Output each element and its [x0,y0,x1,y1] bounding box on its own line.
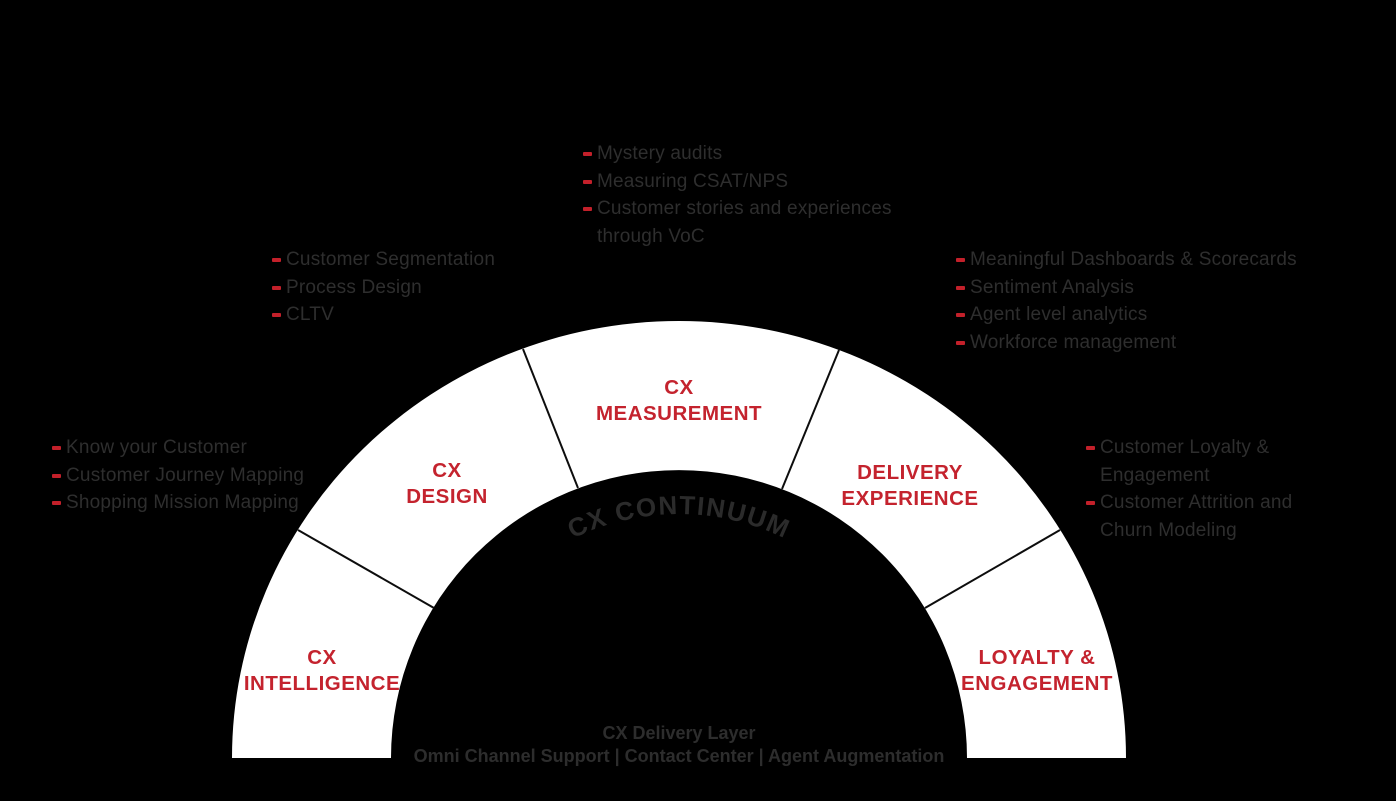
list-item: Workforce management [956,329,1316,357]
list-item-label: Know your Customer [66,437,248,458]
list-item: Customer stories and experiences through… [583,195,895,250]
dash-bullet-icon [52,473,61,478]
segment-divider [924,529,1061,609]
segment-label-cx-measurement: CX MEASUREMENT [596,375,762,427]
list-item-label: Sentiment Analysis [970,276,1135,298]
dash-bullet-icon [583,152,592,156]
list-item: Know your Customer [52,434,322,462]
segment-label-cx-intelligence: CX INTELLIGENCE [244,645,400,697]
list-item: Agent level analytics [956,301,1316,329]
list-item-label: Customer Loyalty & Engagement [1100,437,1270,486]
segment-label-line: CX [432,459,462,482]
dash-bullet-icon [956,340,965,345]
dash-bullet-icon [272,313,281,317]
segment-divider [297,529,435,609]
segment-label-line: DESIGN [406,485,488,508]
list-item-label: Mystery audits [597,143,723,164]
dash-bullet-icon [583,207,592,211]
list-item-label: Customer Journey Mapping [66,464,305,486]
list-item: Customer Journey Mapping [52,462,322,490]
segment-label-line: LOYALTY & [978,646,1096,669]
segment-label-line: MEASUREMENT [595,402,763,425]
segment-label-line: CX [664,376,694,399]
continuum-curved-label: CX CONTINUUM [563,490,795,544]
list-item: Process Design [272,274,532,302]
list-item-label: Customer stories and experiences through… [597,198,892,247]
list-item: CLTV [272,301,532,329]
list-item-label: Process Design [286,276,422,298]
list-item: Measuring CSAT/NPS [583,168,895,196]
list-item: Customer Attrition and Churn Modeling [1086,489,1300,544]
segment-label-line: INTELLIGENCE [243,672,401,695]
dash-bullet-icon [583,179,592,184]
dash-bullet-icon [1086,446,1095,450]
dash-bullet-icon [272,285,281,290]
list-item: Meaningful Dashboards & Scorecards [956,246,1316,274]
segment-divider [781,349,840,490]
list-item: Mystery audits [583,140,895,168]
dash-bullet-icon [272,258,281,262]
dash-bullet-icon [956,313,965,317]
list-item-label: CLTV [286,304,334,325]
list-delivery-experience: Meaningful Dashboards & Scorecards Senti… [956,246,1316,356]
list-item: Customer Loyalty & Engagement [1086,434,1300,489]
dash-bullet-icon [52,446,61,450]
segment-label-line: CX [307,646,337,669]
list-item-label: Meaningful Dashboards & Scorecards [970,249,1297,270]
list-item-label: Workforce management [970,331,1177,353]
list-item: Shopping Mission Mapping [52,489,322,517]
list-item-label: Customer Attrition and Churn Modeling [1100,492,1293,541]
list-item: Customer Segmentation [272,246,532,274]
segment-label-line: ENGAGEMENT [961,672,1113,695]
list-cx-design: Customer Segmentation Process Design CLT… [272,246,532,329]
segment-label-line: DELIVERY [857,461,963,484]
segment-divider [522,348,579,489]
list-item-label: Shopping Mission Mapping [66,492,299,513]
dash-bullet-icon [956,258,965,262]
list-cx-measurement: Mystery audits Measuring CSAT/NPS Custom… [583,140,895,250]
dash-bullet-icon [956,285,965,290]
segment-label-line: EXPERIENCE [841,487,979,510]
segment-label-delivery-experience: DELIVERY EXPERIENCE [841,460,978,512]
list-item-label: Measuring CSAT/NPS [597,170,789,192]
footer-title: CX Delivery Layer [602,723,756,743]
dash-bullet-icon [1086,501,1095,505]
list-item: Sentiment Analysis [956,274,1316,302]
list-item-label: Customer Segmentation [286,249,496,270]
list-loyalty-engagement: Customer Loyalty & Engagement Customer A… [1086,434,1300,544]
list-item-label: Agent level analytics [970,304,1148,325]
segment-label-loyalty-engagement: LOYALTY & ENGAGEMENT [961,645,1113,697]
list-cx-intelligence: Know your Customer Customer Journey Mapp… [52,434,322,517]
segment-label-cx-design: CX DESIGN [406,458,488,510]
dash-bullet-icon [52,501,61,505]
footer-subtitle: Omni Channel Support | Contact Center | … [413,746,945,766]
arch-ring [232,321,1126,758]
